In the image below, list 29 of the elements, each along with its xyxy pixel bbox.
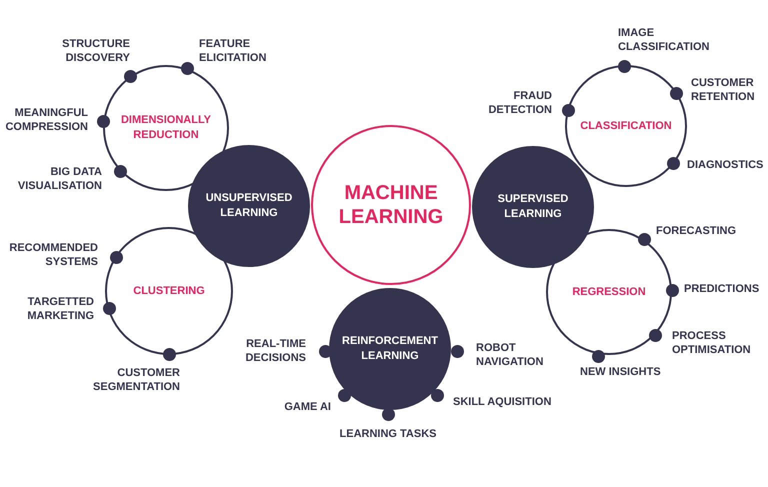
category-title: SUPERVISED LEARNING: [497, 192, 569, 222]
item-label: REAL-TIME DECISIONS: [244, 337, 306, 365]
subcategory-title: REGRESSION: [572, 284, 646, 300]
item-label: FEATURE ELICITATION: [199, 37, 268, 65]
item-label: CUSTOMER RETENTION: [691, 76, 756, 104]
item-label: BIG DATA VISUALISATION: [16, 165, 102, 193]
item-label: ROBOT NAVIGATION: [476, 341, 544, 369]
item-label: TARGETTED MARKETING: [26, 295, 94, 323]
category-title: UNSUPERVISED LEARNING: [205, 191, 293, 221]
subcategory-title: DIMENSIONALLY REDUCTION: [120, 113, 212, 143]
central-title: MACHINE LEARNING: [338, 181, 444, 229]
item-label: GAME AI: [283, 400, 331, 414]
item-label: PROCESS OPTIMISATION: [672, 329, 752, 357]
item-label: SKILL AQUISITION: [453, 395, 552, 409]
item-label: STRUCTURE DISCOVERY: [61, 37, 130, 65]
item-label: MEANINGFUL COMPRESSION: [4, 106, 88, 134]
category-title: REINFORCEMENT LEARNING: [342, 334, 438, 364]
item-label: PREDICTIONS: [684, 282, 760, 296]
subcategory-title: CLASSIFICATION: [580, 118, 672, 134]
item-label: LEARNING TASKS: [339, 427, 437, 441]
item-label: RECOMMENDED SYSTEMS: [8, 241, 98, 269]
central-circle: [311, 125, 471, 285]
item-label: IMAGE CLASSIFICATION: [618, 26, 710, 54]
item-label: DIAGNOSTICS: [687, 158, 764, 172]
subcategory-title: CLUSTERING: [132, 284, 206, 298]
item-label: NEW INSIGHTS: [580, 365, 662, 379]
item-label: FORECASTING: [656, 224, 738, 238]
item-label: CUSTOMER SEGMENTATION: [92, 366, 180, 394]
item-label: FRAUD DETECTION: [487, 89, 552, 117]
